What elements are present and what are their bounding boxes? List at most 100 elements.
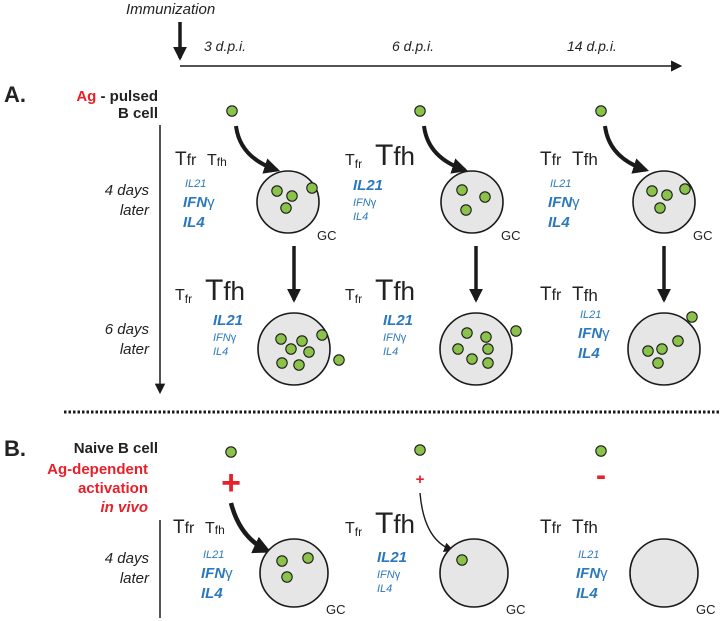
a-row2-gc-2 bbox=[627, 311, 701, 386]
tfr-label: Tfr bbox=[540, 517, 562, 538]
tfh-sub: fh bbox=[584, 518, 598, 537]
gamma-glyph: γ bbox=[207, 194, 215, 211]
cytokine-il21: IL21 bbox=[580, 309, 601, 321]
cytokine-ifn: IFNγ bbox=[548, 194, 580, 211]
b-cell bbox=[480, 331, 492, 343]
immunization-label: Immunization bbox=[126, 1, 215, 18]
cytokine-il21: IL21 bbox=[550, 178, 571, 190]
panel-b-naive-label: Naive B cell bbox=[74, 440, 158, 457]
tfh-sub: fh bbox=[584, 286, 598, 305]
gamma-glyph: γ bbox=[602, 325, 610, 342]
cytokine-il4: IL4 bbox=[377, 583, 392, 595]
b-cell bbox=[646, 185, 658, 197]
tfr-label: Tfr bbox=[540, 284, 562, 305]
b-cell bbox=[652, 357, 664, 369]
tfr-label: Tfr bbox=[540, 149, 562, 170]
germinal-center bbox=[439, 312, 513, 386]
ag-pulsed-b-cell bbox=[595, 105, 607, 117]
germinal-center bbox=[259, 538, 329, 608]
tfr-sub: fr bbox=[552, 152, 562, 169]
b-cell bbox=[482, 343, 494, 355]
cytokine-il4: IL4 bbox=[578, 345, 600, 362]
gamma-glyph: γ bbox=[572, 194, 580, 211]
panel-a-row1-label-l2: later bbox=[120, 202, 150, 219]
panel-b-row1-label-l2: later bbox=[120, 570, 150, 587]
b-cell bbox=[679, 183, 691, 195]
panel-a-row1-label-l1: 4 days bbox=[105, 182, 150, 199]
germinal-center bbox=[440, 170, 504, 234]
b-cell bbox=[271, 185, 283, 197]
tfr-sub: fr bbox=[552, 287, 562, 304]
cytokine-ifn: IFNγ bbox=[377, 569, 401, 581]
b-cell bbox=[482, 357, 494, 369]
cytokine-il21: IL21 bbox=[353, 177, 383, 194]
tfr-main: T bbox=[540, 284, 552, 305]
tfh-label: Tfh bbox=[375, 274, 415, 307]
timepoint-3dpi: 3 d.p.i. bbox=[204, 38, 246, 54]
gc-label: GC bbox=[317, 228, 337, 243]
germinal-center bbox=[439, 538, 509, 608]
naive-b-cell bbox=[414, 444, 426, 456]
cytokine-il21: IL21 bbox=[185, 178, 206, 190]
a2r1-germinal-center: GC bbox=[440, 170, 521, 243]
tfr-main: T bbox=[345, 152, 355, 169]
b-cell bbox=[275, 333, 287, 345]
cytokine-il4: IL4 bbox=[353, 211, 368, 223]
ag-pulsed-b-cell bbox=[414, 105, 426, 117]
a3-entry-arrow bbox=[603, 125, 650, 174]
b-cell bbox=[276, 357, 288, 369]
tfr-label: Tfr bbox=[173, 517, 195, 538]
gamma-glyph: γ bbox=[225, 565, 233, 582]
panel-a-row2-label-l1: 6 days bbox=[105, 321, 150, 338]
a-row2-gc-0 bbox=[257, 312, 345, 386]
tfr-sub: fr bbox=[185, 292, 192, 306]
ifn-text: IFN bbox=[353, 197, 371, 209]
germinal-center bbox=[256, 170, 320, 234]
tfh-sub: fh bbox=[393, 509, 415, 539]
b-cell bbox=[686, 311, 698, 323]
gc-label: GC bbox=[326, 602, 346, 617]
b-cell bbox=[479, 191, 491, 203]
tfh-main: T bbox=[375, 507, 393, 540]
tfh-label: Tfh bbox=[572, 284, 598, 305]
tfh-main: T bbox=[375, 139, 393, 172]
panel-a-letter: A. bbox=[4, 82, 26, 107]
gamma-glyph: γ bbox=[371, 197, 377, 209]
b-cell bbox=[654, 202, 666, 214]
timepoint-14dpi: 14 d.p.i. bbox=[567, 38, 617, 54]
cytokine-ifn: IFNγ bbox=[578, 325, 610, 342]
tfr-main: T bbox=[345, 520, 355, 537]
tfh-sub: fh bbox=[215, 523, 225, 537]
tfh-sub: fh bbox=[223, 276, 245, 306]
cytokine-ifn: IFNγ bbox=[183, 194, 215, 211]
gc-label: GC bbox=[696, 602, 716, 617]
panel-b-activation-l2: activation bbox=[78, 480, 148, 497]
b-cell bbox=[286, 190, 298, 202]
tfh-main: T bbox=[205, 520, 215, 537]
b-cell bbox=[316, 329, 328, 341]
tfh-label: Tfh bbox=[375, 507, 415, 540]
tfr-sub: fr bbox=[355, 525, 362, 539]
tfr-sub: fr bbox=[187, 152, 197, 169]
activation-sign-strong: + bbox=[221, 464, 241, 502]
b-cell bbox=[642, 345, 654, 357]
timepoint-6dpi: 6 d.p.i. bbox=[392, 38, 434, 54]
tfh-main: T bbox=[572, 284, 584, 305]
b2-entry-arrow bbox=[419, 492, 454, 552]
panel-b-activation-l3: in vivo bbox=[100, 499, 148, 516]
b-cell bbox=[461, 327, 473, 339]
naive-b-cell bbox=[225, 446, 237, 458]
a1-entry-arrow bbox=[234, 125, 281, 174]
cytokine-ifn: IFNγ bbox=[213, 332, 237, 344]
ifn-text: IFN bbox=[377, 569, 395, 581]
tfr-sub: fr bbox=[355, 157, 362, 171]
